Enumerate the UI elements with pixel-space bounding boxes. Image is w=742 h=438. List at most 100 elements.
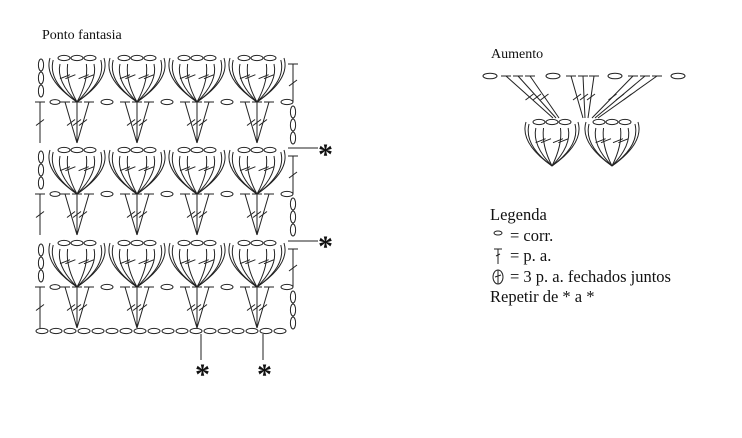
cluster-crossbar [239,74,251,80]
chain-stitch-icon [119,327,133,335]
double-crochet-icon [186,119,196,126]
double-crochet-icon [494,248,502,265]
chain-stitch-icon [263,239,277,247]
cluster-stitch [534,127,553,167]
chain-stitch-icon [143,54,157,62]
chain-stitch-icon [37,243,45,257]
cluster-crossbar [258,166,269,172]
chain-stitch-icon [117,54,131,62]
chain-stitch-icon [57,146,71,154]
chain-stitch-icon [280,98,294,106]
chain-stitch-icon [100,283,114,291]
cluster-stitch [66,63,78,103]
main-diagram-title: Ponto fantasia [42,28,122,43]
cluster-crossbar [125,259,136,265]
cluster-crossbar [179,74,191,80]
cluster-stitch [186,63,198,103]
double-crochet-icon [572,93,582,101]
chain-stitch-icon [289,118,297,132]
legend-label: = 3 p. a. fechados juntos [510,266,671,286]
cluster-stitch [542,127,553,167]
cluster-stitch [256,63,276,103]
cluster-icon [492,269,504,285]
double-crochet-icon [258,304,268,311]
double-crochet-icon [132,211,142,218]
chain-stitch-icon [130,146,144,154]
double-crochet-icon [579,93,589,101]
cluster-outline [168,242,198,288]
chain-stitch-icon [160,283,174,291]
double-crochet-icon [288,264,298,272]
cluster-crossbar [203,259,215,265]
cluster-stitch [76,63,88,103]
chain-stitch-icon [203,146,217,154]
chain-stitch-icon [289,210,297,224]
chain-stitch-icon [280,283,294,291]
cluster-crossbar [552,138,564,144]
cluster-crossbar [198,166,209,172]
double-crochet-icon [525,93,534,101]
cluster-stitch [178,155,198,195]
cluster-crossbar [138,259,149,265]
chain-stitch-icon [237,54,251,62]
cluster-outline [168,57,198,103]
cluster-outline [136,149,166,195]
double-crochet-icon [540,93,549,101]
chain-stitch-icon [250,239,264,247]
chain-stitch-icon [143,146,157,154]
chain-stitch-icon [189,327,203,335]
cluster-crossbar [618,138,629,144]
cluster-outline [196,149,226,195]
chain-stitch-icon [49,327,63,335]
cluster-outline [228,57,258,103]
double-crochet-icon [35,304,45,311]
cluster-stitch [196,248,216,288]
double-crochet-icon [246,304,256,311]
cluster-crossbar [83,259,95,265]
double-crochet-icon [132,119,142,126]
double-crochet-icon [66,119,76,126]
double-crochet-icon [186,211,196,218]
cluster-stitch [76,155,88,195]
cluster-crossbar [258,259,269,265]
cluster-stitch [551,127,562,167]
cluster-stitch [186,155,198,195]
cluster-stitch [196,155,216,195]
double-crochet-icon [258,119,268,126]
chain-stitch-icon [177,146,191,154]
cluster-stitch [256,155,276,195]
cluster-crossbar [540,138,552,144]
chain-stitch-icon [83,54,97,62]
chain-stitch-icon [605,118,619,126]
chain-stitch-icon [203,54,217,62]
cluster-outline [168,149,198,195]
cluster-crossbar [119,166,131,172]
double-crochet-icon [198,211,208,218]
chain-stitch-icon [117,146,131,154]
cluster-crossbar [245,166,256,172]
cluster-stitch [66,155,78,195]
cluster-crossbar [185,74,196,80]
cluster-crossbar [185,259,196,265]
chain-stitch-icon [177,54,191,62]
legend-label: = corr. [510,225,554,245]
chain-stitch-icon [161,327,175,335]
chain-stitch-icon [289,105,297,119]
chain-stitch-icon [289,223,297,237]
cluster-stitch [611,127,622,167]
cluster-outline [76,57,106,103]
chain-stitch-icon [607,72,623,80]
chain-stitch-icon [259,327,273,335]
double-crochet-icon [126,119,136,126]
chain-stitch-icon [250,54,264,62]
chain-stitch-icon [190,146,204,154]
double-crochet-icon [608,93,617,101]
cluster-stitch [256,248,276,288]
cluster-stitch [136,155,156,195]
double-crochet-icon [138,304,148,311]
cluster-stitch [611,123,637,167]
chain-stitch-icon [203,239,217,247]
chain-stitch-icon [37,256,45,270]
repeat-note: Repetir de * a * [490,287,595,306]
